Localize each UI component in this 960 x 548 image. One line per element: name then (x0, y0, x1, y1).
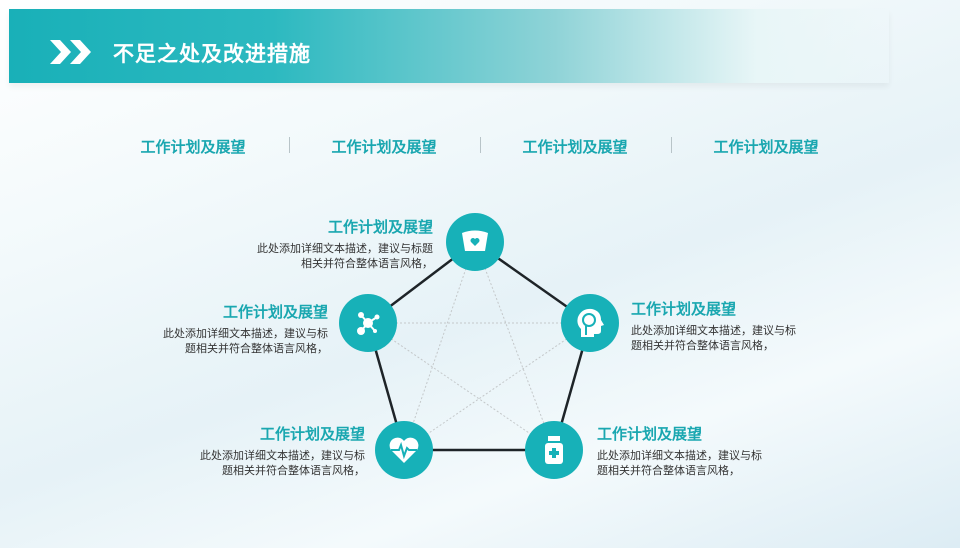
node-desc: 此处添加详细文本描述，建议与标 (631, 324, 796, 337)
node-desc: 题相关并符合整体语言风格， (597, 464, 740, 477)
node-text-left: 工作计划及展望 此处添加详细文本描述，建议与标 题相关并符合整体语言风格， (108, 302, 328, 356)
node-text-top: 工作计划及展望 此处添加详细文本描述，建议与标题 相关并符合整体语言风格， (213, 217, 433, 271)
brain-head-icon (561, 294, 619, 352)
divider (480, 137, 481, 153)
node-text-right: 工作计划及展望 此处添加详细文本描述，建议与标 题相关并符合整体语言风格， (631, 299, 851, 353)
node-title: 工作计划及展望 (259, 425, 365, 443)
node-title: 工作计划及展望 (327, 218, 433, 236)
node-desc: 题相关并符合整体语言风格， (222, 464, 365, 477)
node-desc: 此处添加详细文本描述，建议与标 (200, 449, 365, 462)
node-desc: 此处添加详细文本描述，建议与标题 (257, 242, 433, 255)
medicine-bottle-icon (525, 421, 583, 479)
node-text-bottom-right: 工作计划及展望 此处添加详细文本描述，建议与标 题相关并符合整体语言风格， (597, 424, 817, 478)
node-text-bottom-left: 工作计划及展望 此处添加详细文本描述，建议与标 题相关并符合整体语言风格， (145, 424, 365, 478)
node-title: 工作计划及展望 (222, 303, 328, 321)
divider (289, 137, 290, 153)
tab-plan-2[interactable]: 工作计划及展望 (331, 138, 437, 156)
tab-plan-1[interactable]: 工作计划及展望 (140, 138, 246, 156)
node-desc: 此处添加详细文本描述，建议与标 (163, 327, 328, 340)
tab-plan-4[interactable]: 工作计划及展望 (713, 138, 819, 156)
molecule-icon (339, 294, 397, 352)
node-desc: 题相关并符合整体语言风格， (185, 342, 328, 355)
node-title: 工作计划及展望 (631, 300, 737, 318)
header-bar (9, 9, 889, 83)
divider (671, 137, 672, 153)
node-desc: 题相关并符合整体语言风格， (631, 339, 774, 352)
page-title: 不足之处及改进措施 (113, 42, 311, 66)
nurse-cap-icon (446, 213, 504, 271)
tab-plan-3[interactable]: 工作计划及展望 (522, 138, 628, 156)
node-desc: 此处添加详细文本描述，建议与标 (597, 449, 762, 462)
double-chevron-right-icon (50, 40, 91, 64)
node-desc: 相关并符合整体语言风格， (301, 257, 433, 270)
node-title: 工作计划及展望 (597, 425, 703, 443)
heartbeat-icon (375, 421, 433, 479)
